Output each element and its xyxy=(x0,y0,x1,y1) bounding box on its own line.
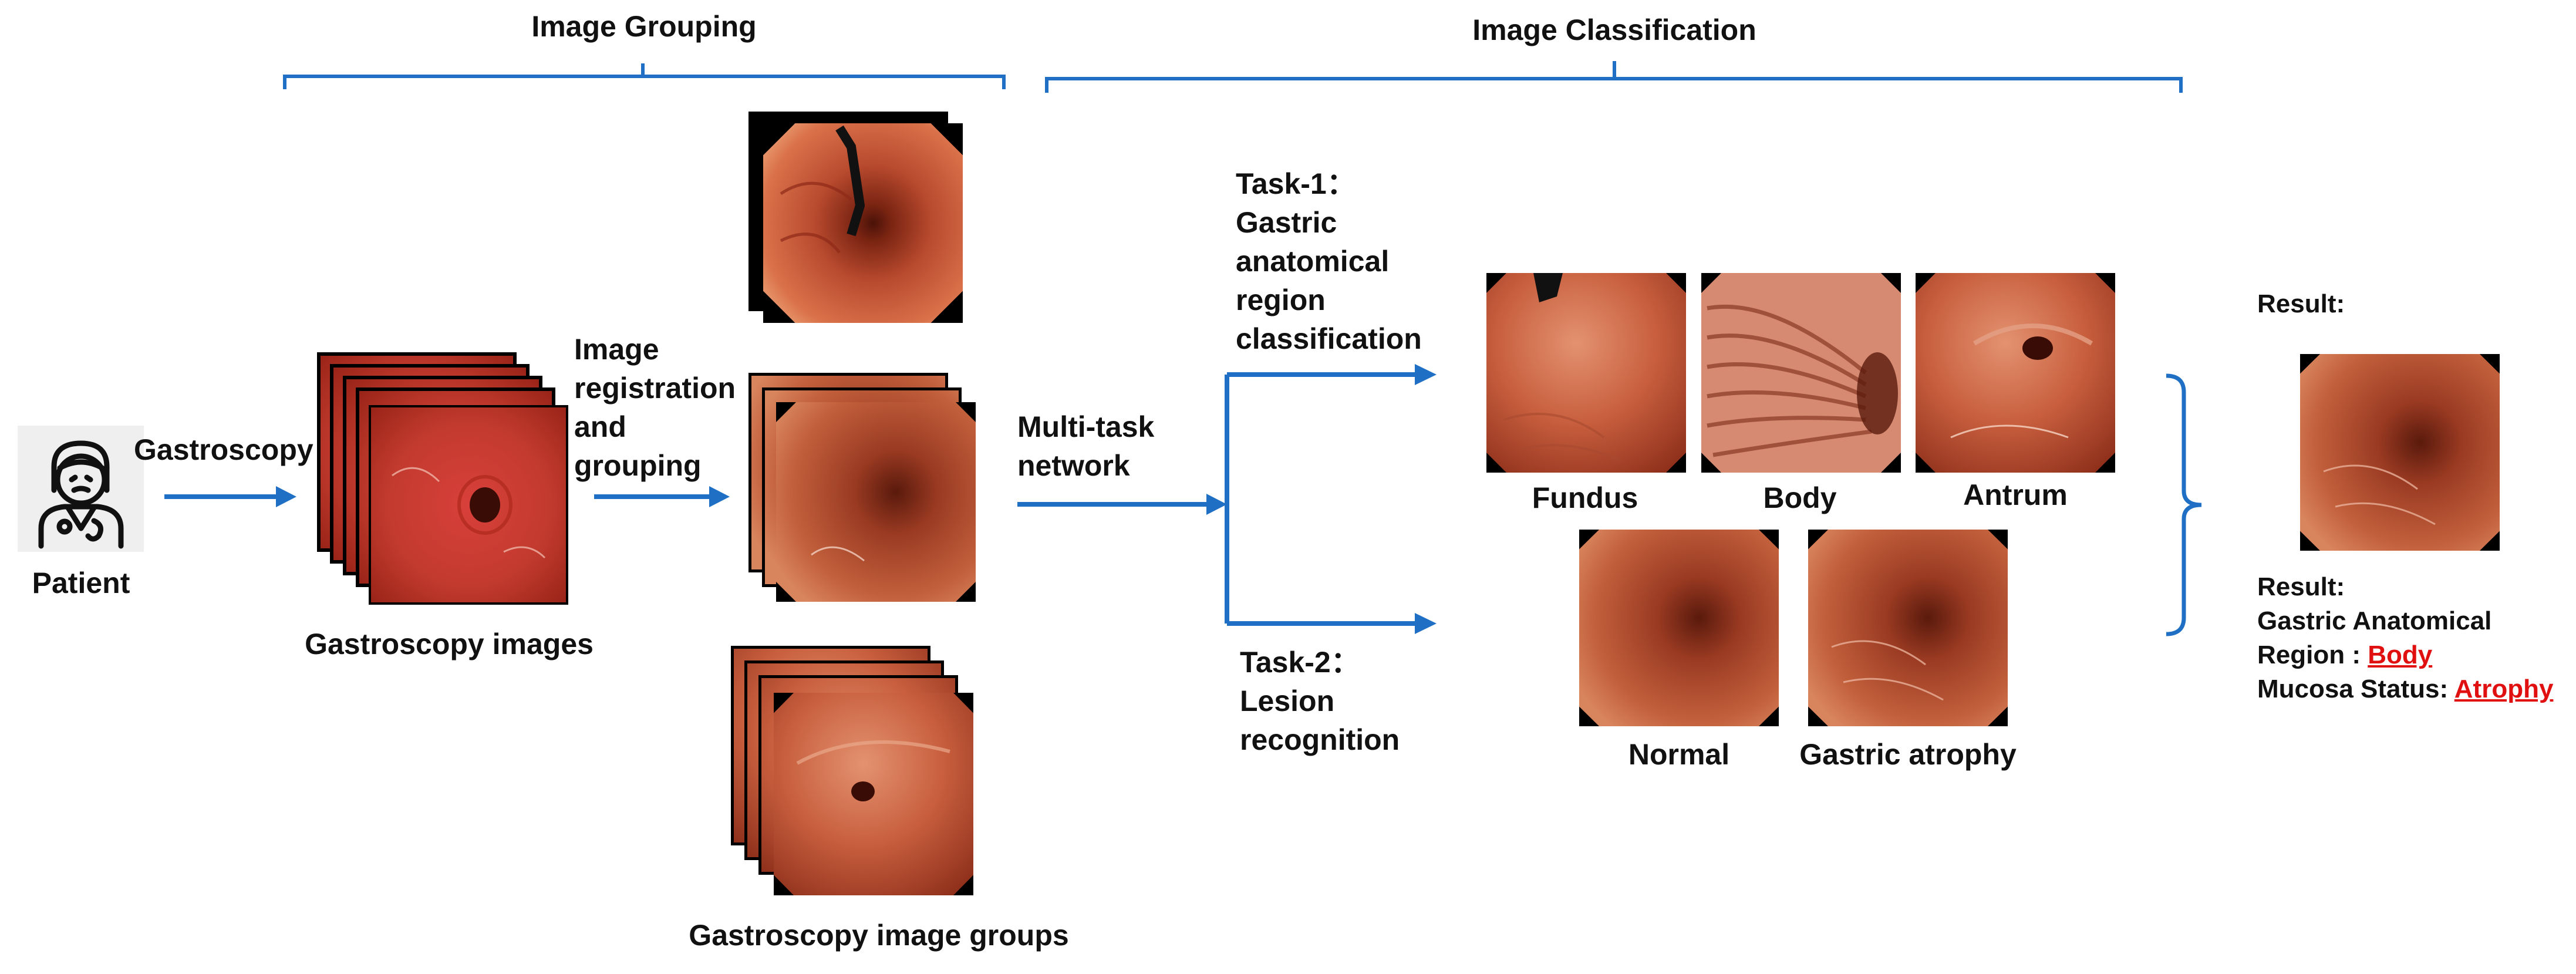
arrow-branch xyxy=(1225,364,1437,634)
patient-icon xyxy=(18,426,144,552)
arrow-gastroscopy xyxy=(164,486,296,507)
task1-line: classification xyxy=(1236,322,1422,355)
gastroscopy-label: Gastroscopy xyxy=(134,433,313,466)
task2-line: Task-2： xyxy=(1240,646,1360,679)
result-mucosa-value: Atrophy xyxy=(2454,675,2554,703)
task2-line: recognition xyxy=(1240,723,1400,756)
result-title: Result: xyxy=(2257,572,2345,601)
image-grouping-title: Image Grouping xyxy=(531,10,757,43)
image-group-2 xyxy=(748,373,976,602)
image-group-3 xyxy=(731,646,973,895)
class-label-gastric-atrophy: Gastric atrophy xyxy=(1799,738,2017,771)
image-classification-bracket xyxy=(1045,61,2183,93)
task2-line: Lesion xyxy=(1240,685,1335,717)
gastroscopy-images-label: Gastroscopy images xyxy=(305,628,594,660)
arrow-network xyxy=(1017,494,1227,515)
result-region-value: Body xyxy=(2368,641,2433,669)
result-line-mucosa: Mucosa Status: Atrophy xyxy=(2257,673,2553,706)
result-title-top: Result: xyxy=(2257,289,2345,318)
patient-label: Patient xyxy=(32,567,130,599)
registration-line: and xyxy=(574,410,626,443)
antrum-image xyxy=(1916,273,2115,473)
network-line: network xyxy=(1017,449,1130,482)
result-line-anatomical: Gastric Anatomical xyxy=(2257,606,2492,635)
registration-line: grouping xyxy=(574,449,702,482)
result-brace xyxy=(2166,373,2202,636)
image-groups-label: Gastroscopy image groups xyxy=(689,919,1069,952)
class-label-body: Body xyxy=(1763,481,1837,514)
result-image xyxy=(2300,354,2500,551)
result-mucosa-label: Mucosa Status: xyxy=(2257,675,2449,703)
normal-image xyxy=(1579,530,1779,726)
registration-line: registration xyxy=(574,372,736,405)
class-label-antrum: Antrum xyxy=(1963,478,2068,511)
gastric-atrophy-image xyxy=(1808,530,2008,726)
class-label-normal: Normal xyxy=(1628,738,1730,771)
fundus-image xyxy=(1486,273,1686,473)
class-label-fundus: Fundus xyxy=(1532,481,1638,514)
arrow-registration xyxy=(594,486,730,507)
image-classification-title: Image Classification xyxy=(1472,14,1756,46)
task1-line: anatomical xyxy=(1236,245,1390,278)
task1-line: region xyxy=(1236,284,1326,316)
gastroscopy-images-stack xyxy=(317,352,568,605)
result-line-region: Region : Body xyxy=(2257,639,2432,672)
task1-line: Gastric xyxy=(1236,206,1337,239)
network-line: Multi-task xyxy=(1017,410,1155,443)
image-grouping-bracket xyxy=(283,63,1006,89)
image-group-1 xyxy=(748,112,963,323)
body-image xyxy=(1701,273,1901,473)
gastroscopy-image-front xyxy=(369,405,568,605)
registration-line: Image xyxy=(574,333,659,366)
result-region-label: Region : xyxy=(2257,641,2361,669)
task1-line: Task-1： xyxy=(1236,167,1356,200)
